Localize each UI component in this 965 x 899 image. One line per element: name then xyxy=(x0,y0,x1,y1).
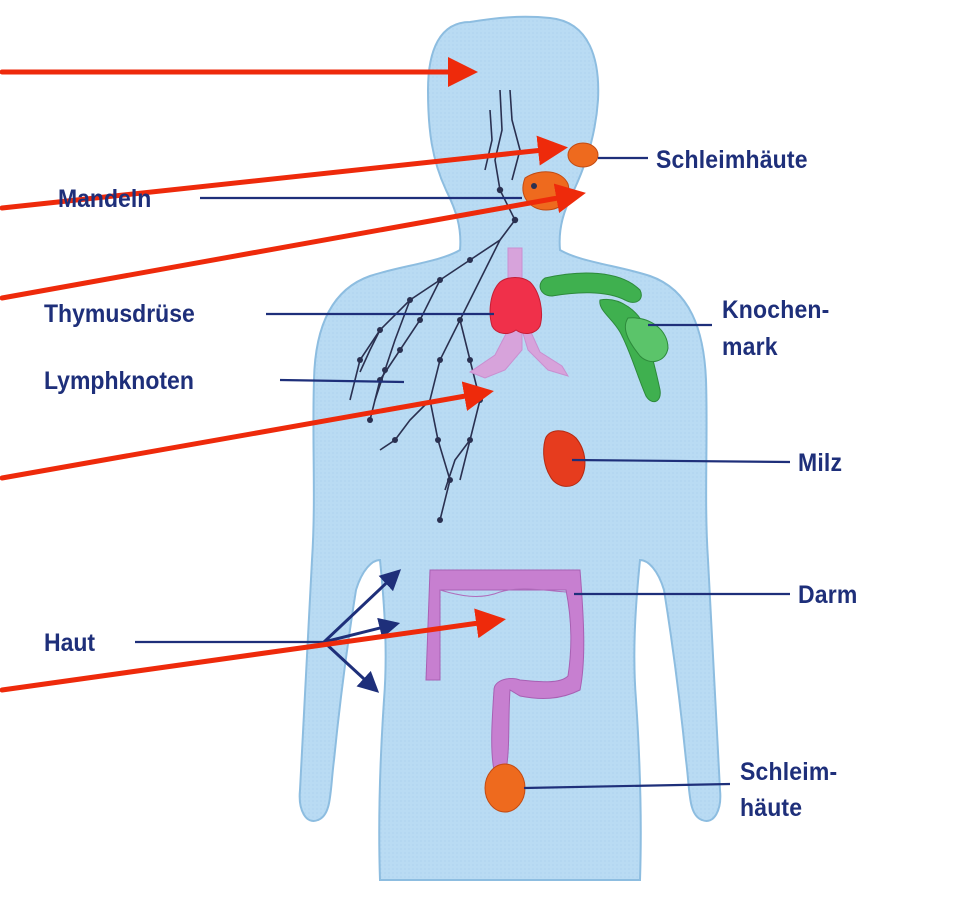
label-mandeln: Mandeln xyxy=(58,185,151,213)
labels-left: Mandeln Thymusdrüse Lymphknoten Haut xyxy=(44,185,195,657)
mucosa-head xyxy=(568,143,598,167)
label-haut: Haut xyxy=(44,629,95,657)
mucosa-lower xyxy=(485,764,525,812)
label-thymusdruese: Thymusdrüse xyxy=(44,300,195,328)
thymus xyxy=(490,278,541,334)
label-knochenmark-line1: Knochen- xyxy=(722,296,830,324)
label-schleimhaeute-bottom-line2: häute xyxy=(740,794,802,822)
label-darm: Darm xyxy=(798,581,858,609)
label-milz: Milz xyxy=(798,449,842,477)
label-knochenmark-line2: mark xyxy=(722,333,778,361)
label-schleimhaeute-bottom-line1: Schleim- xyxy=(740,758,837,786)
label-schleimhaeute-top: Schleimhäute xyxy=(656,146,808,174)
label-lymphknoten: Lymphknoten xyxy=(44,367,194,395)
